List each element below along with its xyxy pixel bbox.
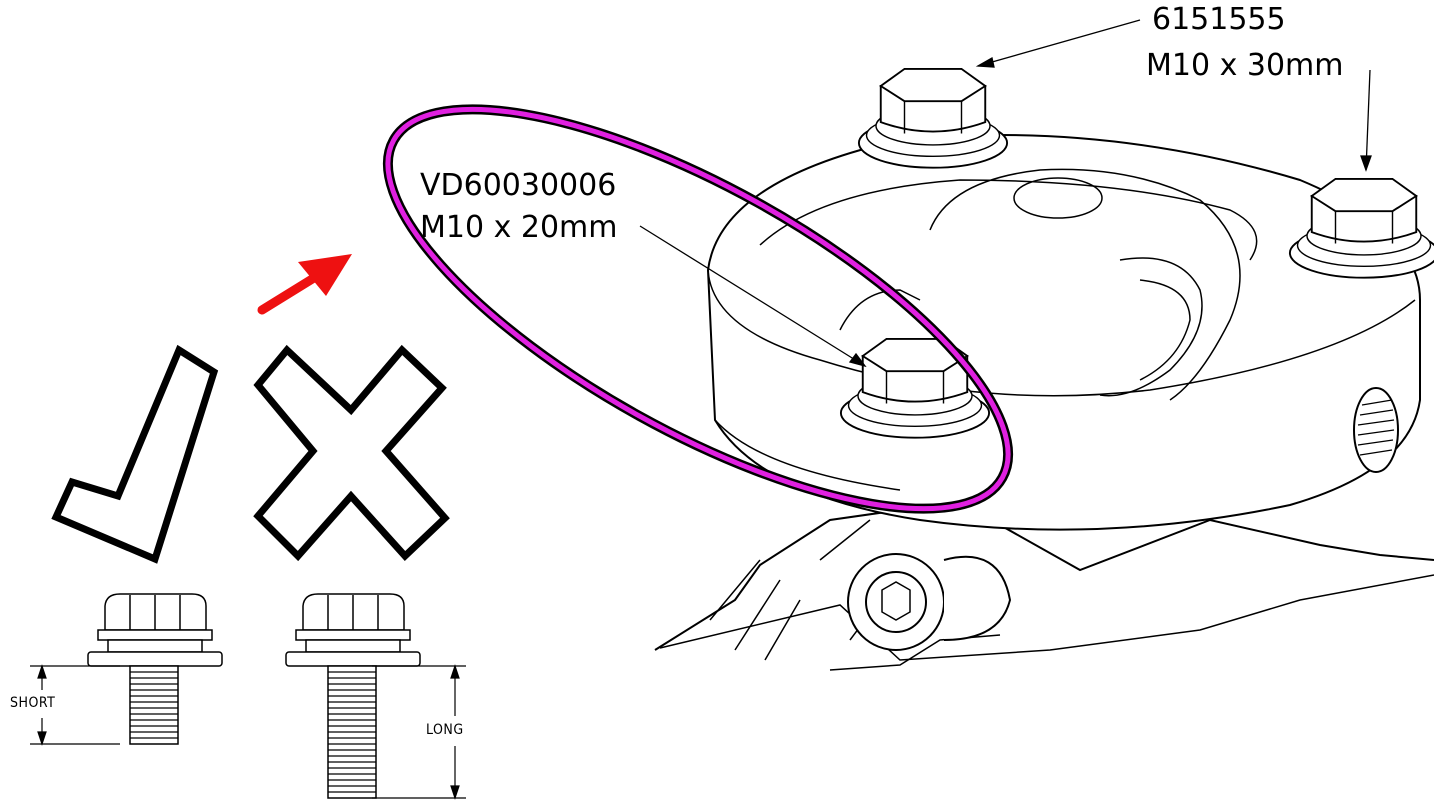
long-bolt bbox=[285, 593, 421, 799]
callout-part-number-long: 6151555 bbox=[1152, 2, 1286, 37]
long-dimension-label: LONG bbox=[426, 722, 464, 738]
short-dimension-line bbox=[30, 664, 120, 746]
x-mark-icon bbox=[253, 344, 450, 562]
callout-size-long: M10 x 30mm bbox=[1146, 48, 1344, 83]
highlight-ellipse bbox=[382, 104, 1014, 514]
bolt-long-left bbox=[857, 67, 1009, 169]
short-dimension-label: SHORT bbox=[10, 695, 56, 711]
long-dimension-line bbox=[372, 664, 466, 800]
leader-lines bbox=[639, 19, 1372, 368]
short-bolt bbox=[87, 593, 223, 745]
callout-size-short: M10 x 20mm bbox=[420, 210, 618, 245]
attention-arrow-icon bbox=[257, 254, 352, 315]
check-mark-icon bbox=[51, 344, 219, 564]
callout-part-number-short: VD60030006 bbox=[420, 168, 617, 203]
